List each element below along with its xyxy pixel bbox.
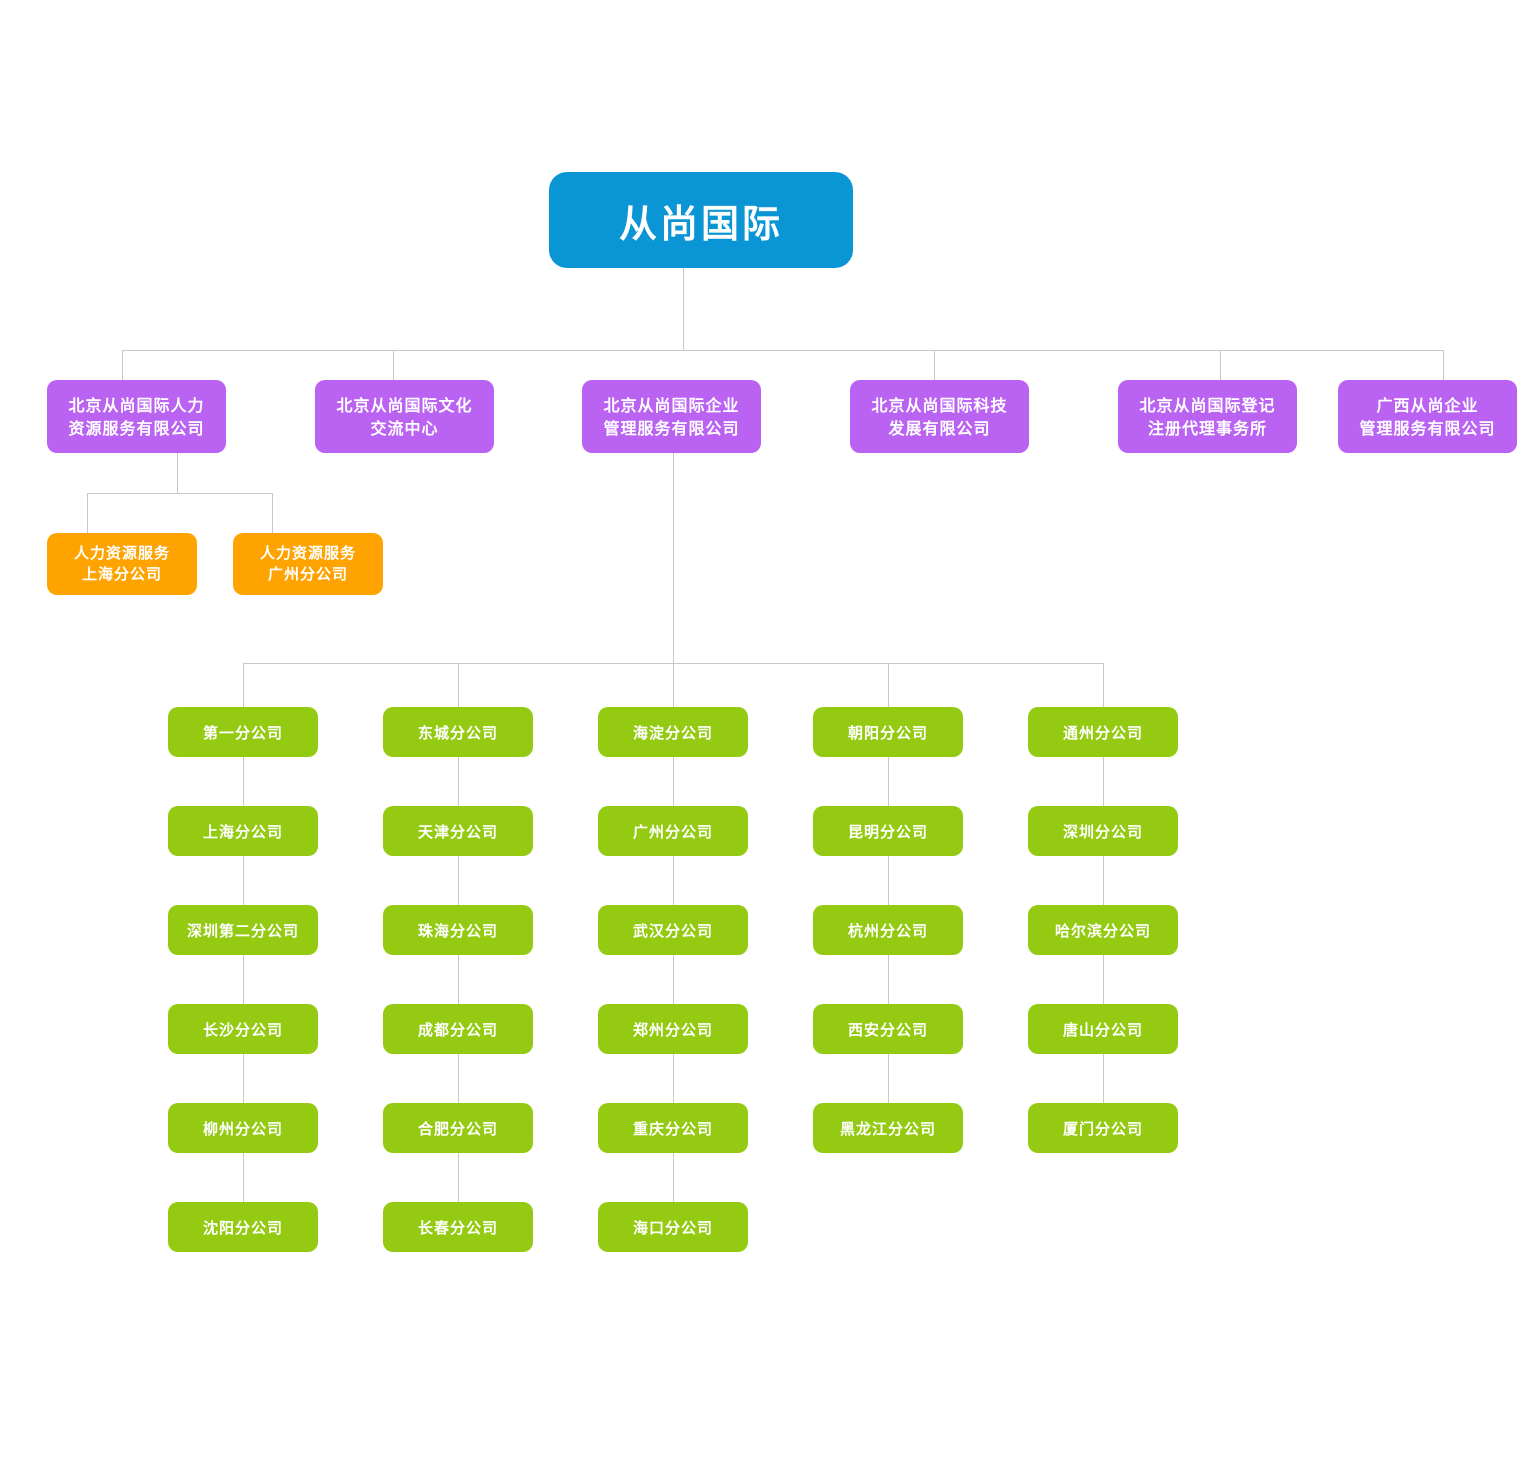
connector-v-line (243, 1153, 244, 1202)
connector-v-line (1443, 350, 1444, 380)
org-node-hr-branch: 人力资源服务 上海分公司 (47, 533, 197, 595)
org-node-subsidiary: 北京从尚国际登记 注册代理事务所 (1118, 380, 1297, 453)
org-node-branch: 武汉分公司 (598, 905, 748, 955)
org-node-branch: 天津分公司 (383, 806, 533, 856)
org-node-branch: 上海分公司 (168, 806, 318, 856)
org-node-branch: 长春分公司 (383, 1202, 533, 1252)
org-node-branch: 柳州分公司 (168, 1103, 318, 1153)
connector-v-line (458, 856, 459, 905)
org-node-branch: 海口分公司 (598, 1202, 748, 1252)
connector-v-line (243, 955, 244, 1004)
connector-v-line (673, 757, 674, 806)
connector-v-line (458, 663, 459, 707)
org-node-subsidiary: 北京从尚国际文化 交流中心 (315, 380, 494, 453)
connector-v-line (888, 757, 889, 806)
org-node-branch: 郑州分公司 (598, 1004, 748, 1054)
org-node-branch: 成都分公司 (383, 1004, 533, 1054)
connector-h-line (122, 350, 1443, 351)
org-node-branch: 第一分公司 (168, 707, 318, 757)
org-node-branch: 昆明分公司 (813, 806, 963, 856)
org-node-subsidiary: 北京从尚国际企业 管理服务有限公司 (582, 380, 761, 453)
connector-v-line (458, 757, 459, 806)
connector-v-line (458, 1054, 459, 1103)
connector-h-line (243, 663, 1103, 664)
connector-v-line (934, 350, 935, 380)
connector-v-line (673, 453, 674, 707)
connector-v-line (243, 757, 244, 806)
org-node-branch: 合肥分公司 (383, 1103, 533, 1153)
connector-v-line (888, 1054, 889, 1103)
connector-v-line (673, 1054, 674, 1103)
connector-v-line (888, 856, 889, 905)
org-node-branch: 沈阳分公司 (168, 1202, 318, 1252)
connector-v-line (272, 493, 273, 533)
connector-v-line (673, 1153, 674, 1202)
org-node-branch: 西安分公司 (813, 1004, 963, 1054)
org-node-branch: 黑龙江分公司 (813, 1103, 963, 1153)
org-node-branch: 厦门分公司 (1028, 1103, 1178, 1153)
org-node-branch: 长沙分公司 (168, 1004, 318, 1054)
org-node-branch: 珠海分公司 (383, 905, 533, 955)
org-node-subsidiary: 北京从尚国际人力 资源服务有限公司 (47, 380, 226, 453)
org-node-branch: 通州分公司 (1028, 707, 1178, 757)
org-node-branch: 广州分公司 (598, 806, 748, 856)
connector-v-line (1103, 663, 1104, 707)
connector-v-line (243, 856, 244, 905)
org-node-hr-branch: 人力资源服务 广州分公司 (233, 533, 383, 595)
connector-v-line (122, 350, 123, 380)
org-node-branch: 重庆分公司 (598, 1103, 748, 1153)
connector-v-line (1103, 856, 1104, 905)
connector-v-line (888, 955, 889, 1004)
connector-v-line (888, 663, 889, 707)
connector-v-line (243, 1054, 244, 1103)
connector-v-line (1103, 955, 1104, 1004)
org-node-branch: 深圳分公司 (1028, 806, 1178, 856)
org-node-branch: 深圳第二分公司 (168, 905, 318, 955)
connector-v-line (1103, 1054, 1104, 1103)
org-node-subsidiary: 北京从尚国际科技 发展有限公司 (850, 380, 1029, 453)
connector-v-line (683, 267, 684, 350)
org-node-branch: 哈尔滨分公司 (1028, 905, 1178, 955)
connector-v-line (87, 493, 88, 533)
connector-v-line (1220, 350, 1221, 380)
connector-v-line (1103, 757, 1104, 806)
org-node-branch: 东城分公司 (383, 707, 533, 757)
org-node-subsidiary: 广西从尚企业 管理服务有限公司 (1338, 380, 1517, 453)
org-node-branch: 海淀分公司 (598, 707, 748, 757)
connector-h-line (87, 493, 273, 494)
connector-v-line (243, 663, 244, 707)
connector-v-line (393, 350, 394, 380)
connector-v-line (177, 453, 178, 493)
org-node-branch: 杭州分公司 (813, 905, 963, 955)
connector-v-line (458, 1153, 459, 1202)
connector-v-line (673, 856, 674, 905)
org-node-branch: 唐山分公司 (1028, 1004, 1178, 1054)
connector-v-line (458, 955, 459, 1004)
org-node-branch: 朝阳分公司 (813, 707, 963, 757)
org-node-root: 从尚国际 (549, 172, 853, 268)
connector-v-line (673, 955, 674, 1004)
